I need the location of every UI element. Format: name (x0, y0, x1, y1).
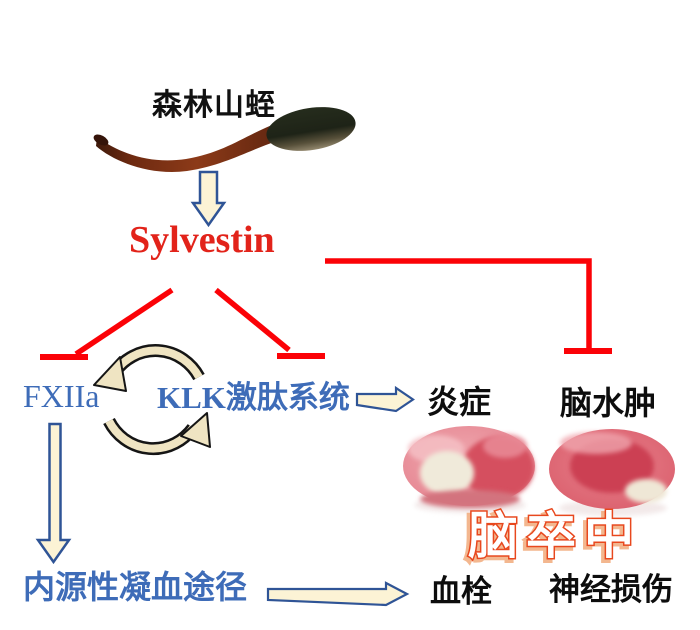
stroke-label-shadow: 脑卒中 (465, 511, 639, 567)
source-leech-label: 森林山蛭 (152, 89, 276, 122)
fxiia-klk-cycle-arrows (93, 344, 211, 456)
brain-edema-label: 脑水肿 (560, 385, 657, 421)
klk-kinin-system-label: KLK激肽系统 (157, 380, 350, 415)
fxiia-to-intrinsic-arrow (35, 422, 72, 565)
inflammation-label: 炎症 (427, 384, 492, 420)
stroke-label-group: 脑卒中 脑卒中 (463, 507, 642, 570)
inhibit-line-sylvestin-edema (325, 258, 612, 354)
inhibit-line-sylvestin-klk (214, 287, 325, 359)
intrinsic-to-thrombus-arrow (266, 581, 410, 607)
leech-to-sylvestin-arrow (190, 170, 227, 228)
leech-image (93, 107, 356, 172)
brain-slice-right-image (549, 429, 675, 516)
nerve-injury-label: 神经损伤 (549, 572, 673, 607)
fxiia-label: FXIIa (23, 378, 100, 414)
stroke-label: 脑卒中 (468, 508, 642, 564)
intrinsic-coagulation-pathway-label: 内源性凝血途径 (23, 569, 248, 605)
thrombus-label: 血栓 (430, 574, 492, 609)
brain-slice-left-image (403, 426, 535, 513)
sylvestin-label: Sylvestin (129, 219, 275, 261)
inhibit-line-sylvestin-fxiia (40, 287, 174, 360)
klk-to-inflammation-arrow (355, 385, 415, 413)
